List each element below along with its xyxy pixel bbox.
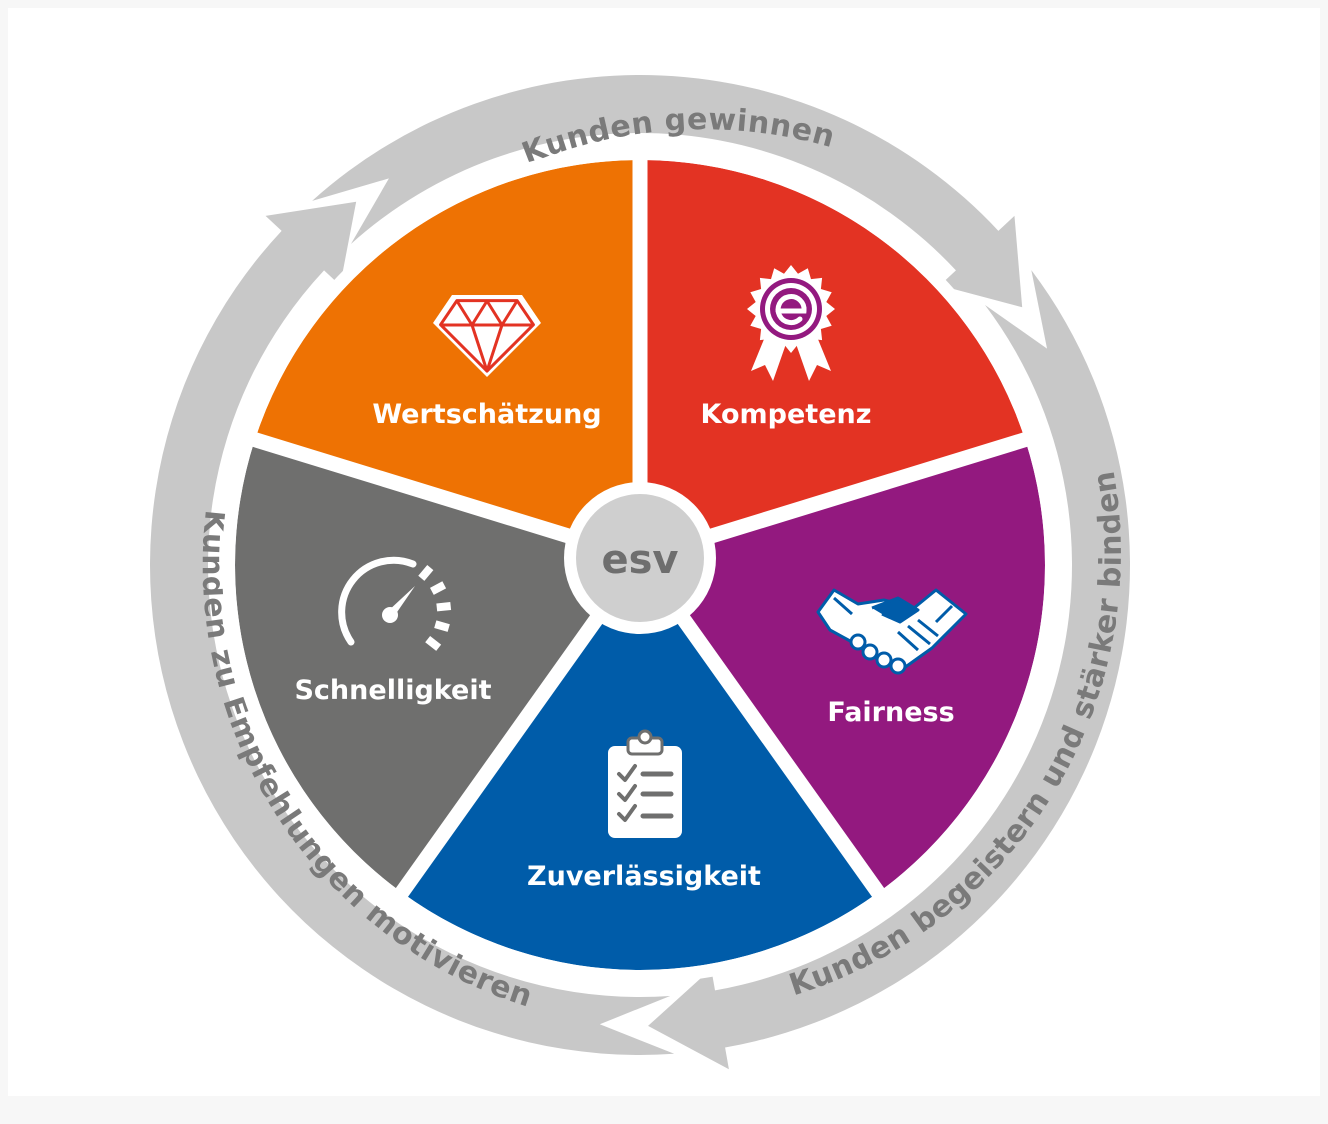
segment-wertschaetzung [640,160,1026,558]
cycle-arrow [312,74,1023,308]
segment-label-fairness: Fairness [827,697,954,728]
speed-tick [434,620,450,632]
cycle-arrow [648,270,1130,1070]
speed-tick [425,635,442,651]
segment-zuverlaessigkeit [235,439,641,893]
segment-label-kompetenz: Kompetenz [701,399,872,430]
segment-label-schnelligkeit: Schnelligkeit [294,675,491,706]
speedometer-icon [338,556,452,651]
diamond-icon [433,295,541,377]
segments [235,160,1045,970]
segment-label-zuverlaessigkeit: Zuverlässigkeit [527,861,761,892]
award-badge-icon [747,265,835,381]
center-hub [576,494,704,622]
speed-tick [436,602,452,612]
speed-tick [429,581,447,595]
segment-schnelligkeit [254,160,640,558]
cycle-arrow [150,201,675,1055]
segment-kompetenz [640,439,1045,893]
segment-label-wertschaetzung: Wertschätzung [372,399,601,430]
handshake-icon [816,588,968,675]
clipboard-checklist-icon [608,729,682,838]
center-label: esv [601,537,678,583]
cycle-arrows [150,74,1130,1070]
speed-tick [418,565,434,581]
